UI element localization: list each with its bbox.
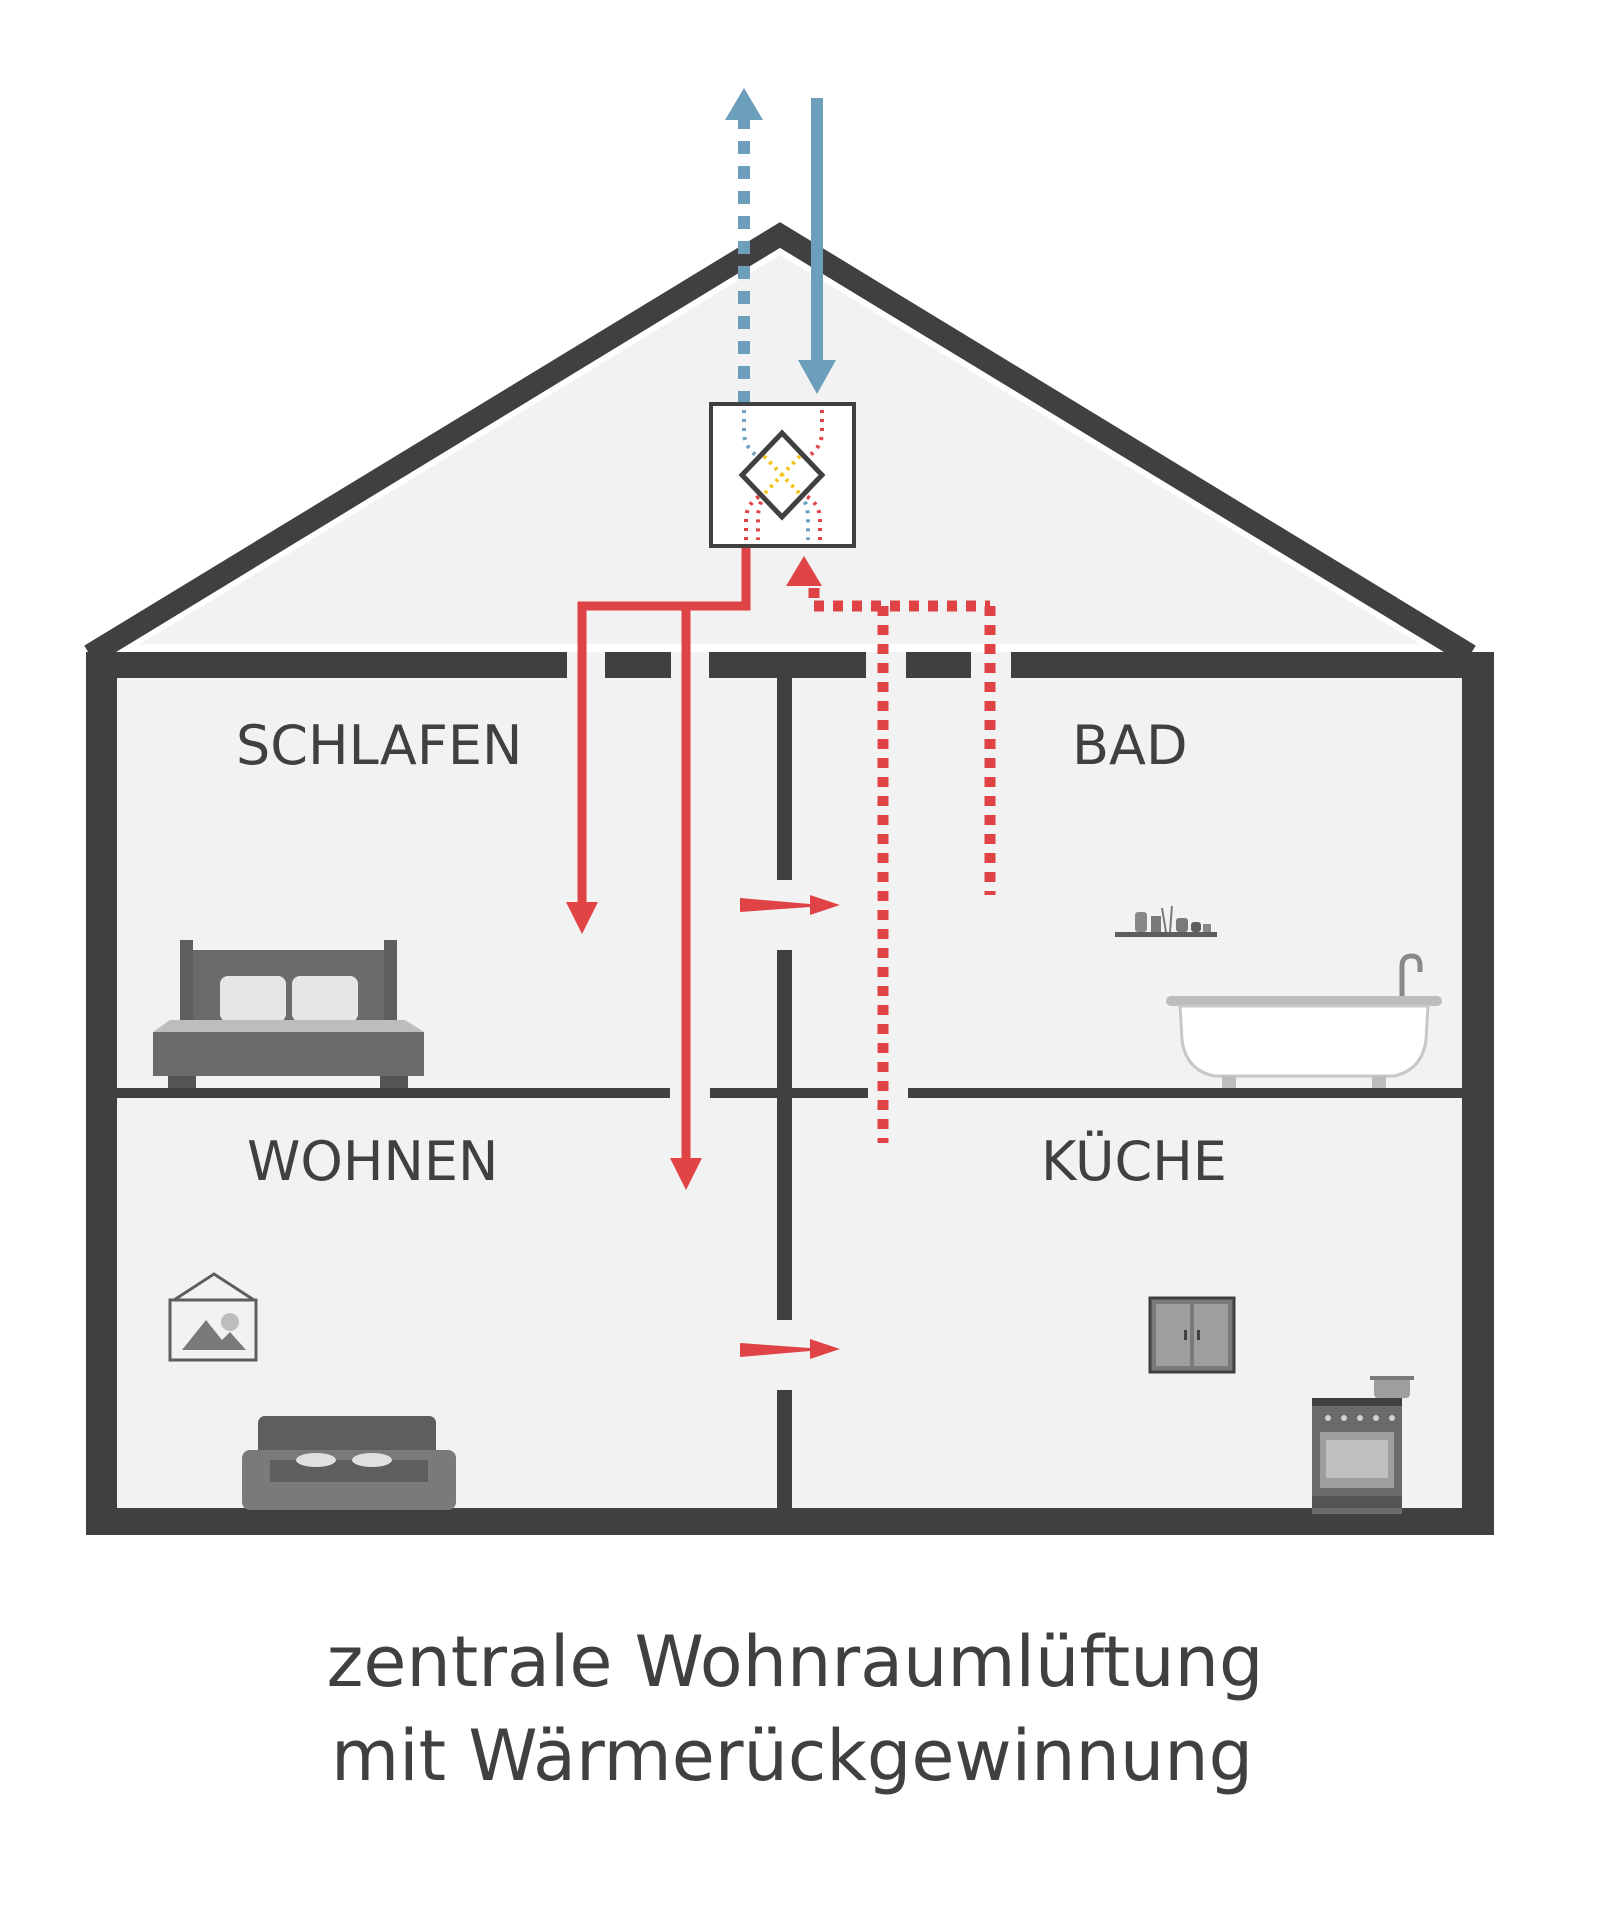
label-wohnen: WOHNEN (247, 1130, 498, 1193)
overflow-arrow-upper (740, 895, 840, 915)
heat-recovery-unit-icon (709, 402, 856, 548)
bathtub-icon (1166, 953, 1442, 1088)
outdoor-air-lines (725, 88, 836, 404)
label-kueche: KÜCHE (1041, 1130, 1227, 1193)
right-wall (1462, 652, 1494, 1535)
left-wall (86, 652, 117, 1535)
duct-gap-6 (868, 1088, 908, 1098)
floor (86, 1508, 1494, 1535)
overflow-arrow-lower (740, 1339, 840, 1359)
label-schlafen: SCHLAFEN (236, 714, 522, 777)
room-wohnen (117, 1098, 782, 1508)
kitchen-cabinet-icon (1148, 1296, 1236, 1374)
door-gap-lower (777, 1320, 792, 1390)
bed-icon (153, 940, 424, 1088)
bathroom-shelf-icon (1115, 905, 1217, 937)
caption-line-1: zentrale Wohnraumlüftung (327, 1621, 1264, 1703)
sofa-icon (242, 1416, 456, 1510)
supply-air-lines (566, 548, 751, 1190)
ceiling-beam (86, 652, 1494, 678)
label-bad: BAD (1072, 714, 1188, 777)
roof (84, 222, 1476, 665)
picture-frame-icon (168, 1272, 258, 1362)
extract-air-lines (786, 556, 996, 1143)
stove-icon (1312, 1376, 1414, 1514)
door-gap-upper (777, 880, 792, 950)
caption-line-2: mit Wärmerückgewinnung (331, 1715, 1253, 1797)
